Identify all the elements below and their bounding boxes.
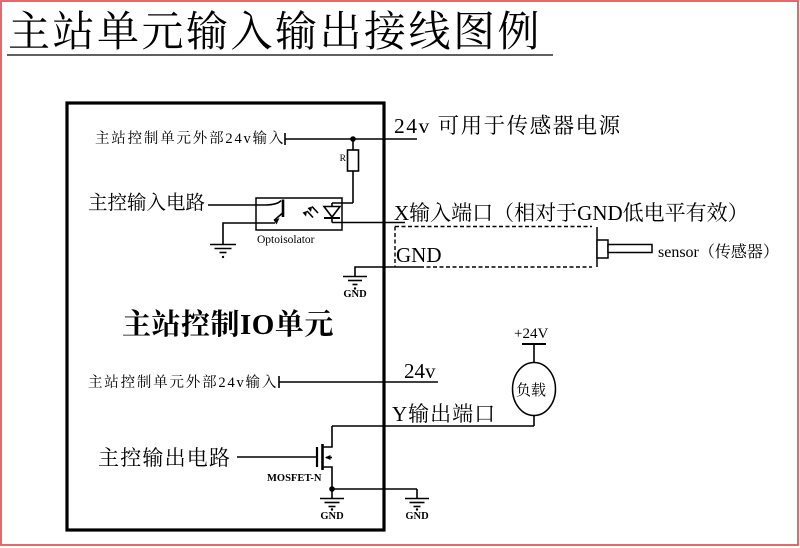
gnd-symbol-label-supply: GND [405,511,429,522]
gnd-symbol-label-mosfet: GND [320,511,344,522]
sensor-dashed-box [394,225,592,268]
sensor-label: sensor（传感器） [658,243,779,261]
input-wiring-markers [221,136,357,290]
sensor-connector [596,227,653,267]
supply-24v-label: +24V [514,326,548,342]
y-port-label: Y输出端口 [392,402,496,426]
ext24v-input-label-bottom: 主站控制单元外部24v输入 [88,374,278,391]
input-circuit-label: 主控输入电路 [88,192,205,214]
output-wiring-markers [325,455,419,511]
wire-24v-label-bottom: 24v [404,359,436,383]
load-label: 负载 [516,381,546,399]
main-unit-box [65,101,386,532]
resistor-label: R [340,154,347,164]
output-wiring [237,343,557,508]
page-title: 主站单元输入输出接线图例 [8,9,542,56]
wire-24v-label-top: 24v 可用于传感器电源 [394,114,622,138]
mosfet-label: MOSFET-N [267,473,322,484]
x-port-label: X输入端口（相对于GND低电平有效） [394,201,749,225]
output-circuit-label: 主控输出电路 [98,446,231,470]
input-wiring [208,133,420,286]
ext24v-input-label-top: 主站控制单元外部24v输入 [95,130,285,147]
gnd-symbol-label-input: GND [343,289,367,300]
gnd-wire-label: GND [396,243,442,267]
optoisolator-label: Optoisolator [257,234,315,246]
main-unit-label: 主站控制IO单元 [122,308,334,341]
